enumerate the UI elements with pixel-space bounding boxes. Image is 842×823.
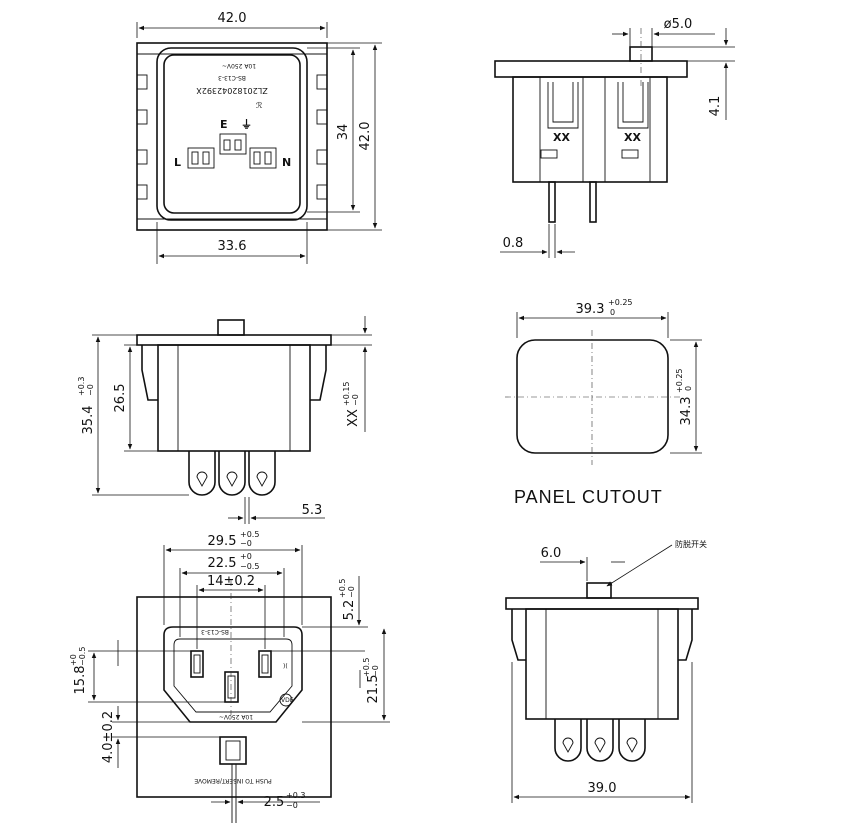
cutout-height-label: 34.3	[679, 397, 694, 426]
back-width-label: 39.0	[588, 781, 617, 796]
cutout-height-tol-lower: 0	[684, 386, 693, 391]
outer-width-label: 29.5	[208, 534, 237, 549]
earth-pin	[219, 133, 247, 155]
model-text: BS-C13-3	[218, 74, 246, 81]
neutral-pin	[249, 147, 277, 169]
outer-height-label: 42.0	[358, 122, 373, 151]
height-left-label: 15.8	[73, 666, 88, 695]
live-pin	[187, 147, 215, 169]
top-view: 42.0 ZL20182042392X BS-C13-3 10A 250V~ ℛ	[136, 11, 382, 264]
ce-mark-icon: )(	[283, 663, 288, 670]
top-offset-tol-upper: +0.5	[338, 579, 347, 598]
height-right-label: 21.5	[366, 675, 381, 704]
height-left-tol-lower: −0.5	[78, 647, 87, 666]
vde-mark-icon: VDE	[281, 697, 294, 704]
side-mark-right: XX	[624, 131, 641, 144]
cert-mark-icon: ℛ	[256, 101, 263, 110]
panel-cutout-view: 39.3 +0.25 0 34.3 +0.25 0 PANEL CUTOUT	[505, 298, 702, 507]
panel-tol-upper: +0.15	[342, 381, 351, 406]
right-latch-slots	[316, 74, 328, 200]
panel-tol-lower: −0	[351, 394, 360, 406]
pin-thickness-label: 0.8	[503, 236, 524, 251]
cutout-width-tol-upper: +0.25	[608, 298, 633, 307]
height-left-tol-upper: +0	[69, 654, 78, 666]
inner-width-tol-lower: −0.5	[240, 562, 259, 571]
back-terminals	[554, 719, 646, 762]
height-right-tol-upper: +0.5	[362, 658, 371, 677]
socket-rating-text: 10A 250V~	[219, 713, 253, 720]
total-height-tol-lower: −0	[86, 384, 95, 396]
total-height-label: 35.4	[81, 406, 96, 435]
panel-cutout-caption: PANEL CUTOUT	[514, 487, 663, 507]
pin-e-label: E	[220, 118, 228, 131]
pin-diameter-label: ø5.0	[664, 17, 693, 32]
cutout-width-label: 39.3	[576, 302, 605, 317]
socket-face-view: BS-C13-3 10A 250V~ )( VDE PUSH TO INSERT…	[69, 530, 390, 823]
pin-height-label: 4.1	[708, 96, 723, 117]
latch-width-tol-lower: −0	[286, 801, 298, 810]
bottom-offset-label: 4.0±0.2	[101, 711, 116, 763]
side-view: XX XX ø5.0 4.1 0.8	[494, 17, 735, 258]
latch-offset-label: 6.0	[541, 546, 562, 561]
anti-drop-switch-callout: 防脱开关	[675, 539, 707, 549]
top-width-label: 42.0	[218, 11, 247, 26]
cutout-height-tol-upper: +0.25	[675, 368, 684, 393]
quick-connect-terminals	[188, 451, 276, 496]
front-view: 35.4 +0.3 −0 26.5 XX +0.15 −0 5.3	[77, 316, 372, 524]
top-offset-tol-lower: −0	[347, 586, 356, 598]
socket-model-text: BS-C13-3	[201, 628, 229, 635]
inner-height-label: 34	[336, 124, 351, 141]
top-offset-label: 5.2	[342, 600, 357, 621]
left-latch-slots	[136, 74, 148, 200]
panel-thickness-label: XX	[346, 409, 361, 427]
side-mark-left: XX	[553, 131, 570, 144]
total-height-tol-upper: +0.3	[77, 377, 86, 396]
pin-n-label: N	[282, 156, 291, 169]
back-view: 6.0 防脱开关 39.0	[505, 539, 707, 803]
body-height-label: 26.5	[113, 384, 128, 413]
inner-width-label: 22.5	[208, 556, 237, 571]
height-right-tol-lower: −0	[371, 665, 380, 677]
push-instruction-text: PUSH TO INSERT/REMOVE	[194, 777, 272, 784]
pin-gap-label: 5.3	[302, 503, 323, 518]
ground-symbol-icon: ⏚	[241, 118, 252, 131]
outer-width-tol-upper: +0.5	[240, 530, 259, 539]
outer-width-tol-lower: −0	[240, 539, 252, 548]
pin-l-label: L	[174, 156, 181, 169]
rating-text: 10A 250V~	[222, 62, 256, 69]
part-number-text: ZL20182042392X	[196, 86, 268, 95]
pin-pitch-label: 14±0.2	[207, 574, 255, 589]
latch-width-label: 2.5	[264, 795, 285, 810]
inner-width-tol-upper: +0	[240, 552, 252, 561]
bottom-width-label: 33.6	[218, 239, 247, 254]
cutout-width-tol-lower: 0	[610, 308, 615, 317]
latch-width-tol-upper: +0.3	[286, 791, 305, 800]
